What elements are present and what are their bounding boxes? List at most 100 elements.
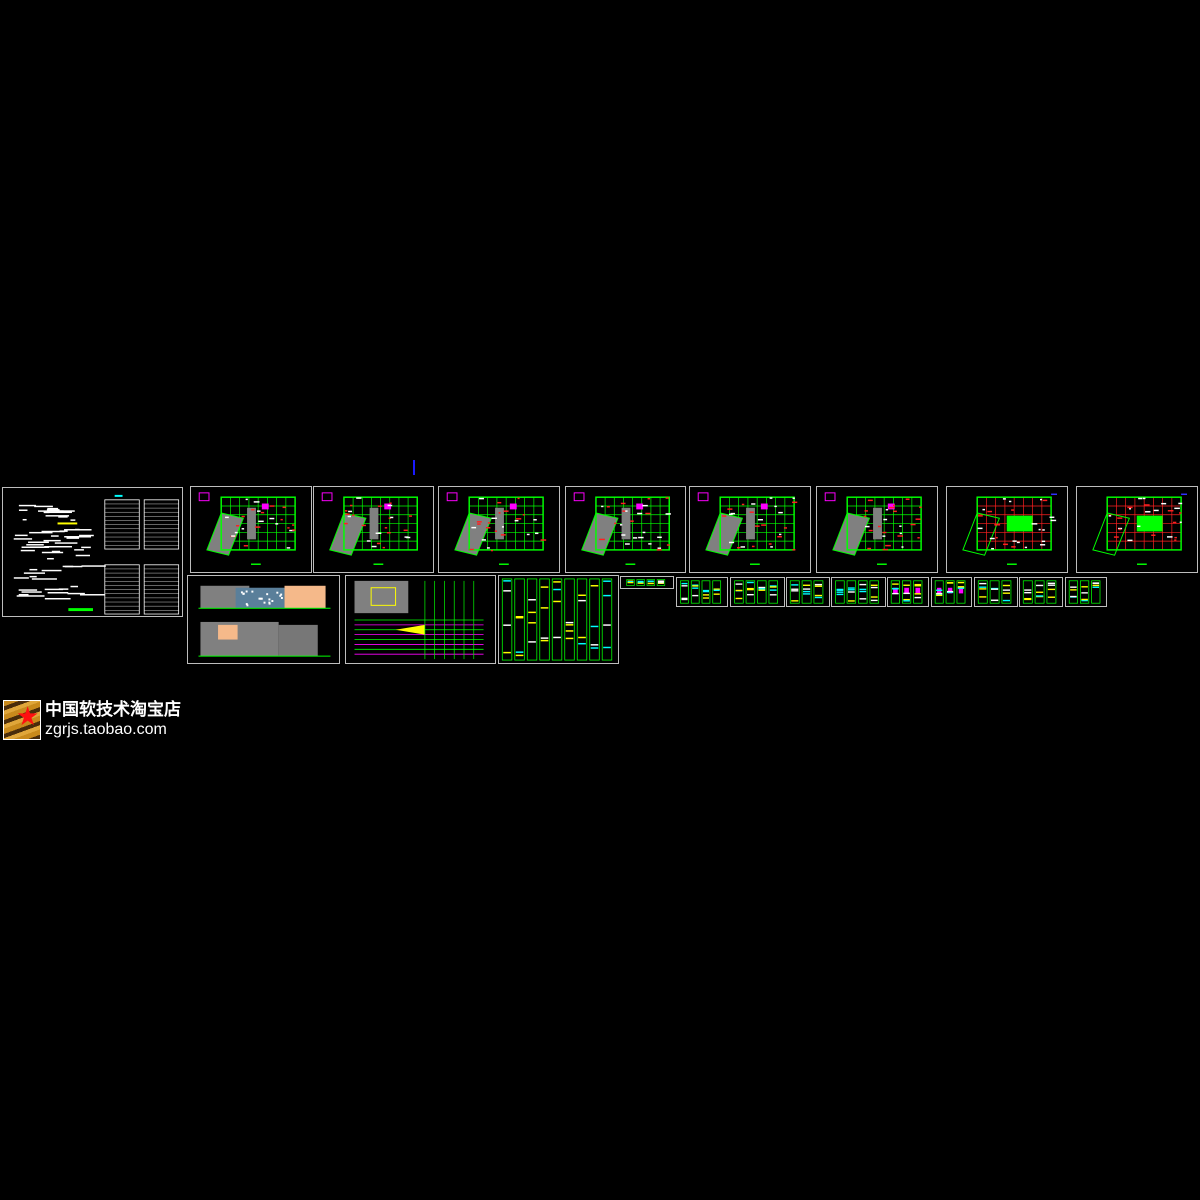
text-line (54, 542, 78, 544)
text-line (44, 588, 64, 591)
sheet-detail (1065, 577, 1107, 607)
text-line (18, 589, 38, 591)
sheet-section (345, 575, 496, 664)
text-line (41, 530, 65, 533)
text-line (58, 588, 69, 590)
text-line (20, 549, 35, 552)
outline (976, 496, 1052, 551)
angled-wing (1092, 512, 1131, 556)
text-line (56, 511, 71, 513)
sheet-title (1137, 563, 1147, 565)
text-line (18, 504, 37, 507)
text-line (46, 509, 60, 511)
text-line (28, 541, 49, 543)
key-plan (697, 492, 709, 502)
key-plan (573, 492, 585, 502)
outline (220, 496, 296, 551)
sheet-detail (730, 577, 785, 607)
sheet-title (251, 563, 261, 565)
text-line (23, 572, 45, 574)
blue-marker-line (413, 460, 415, 475)
logo-url: zgrjs.taobao.com (45, 721, 167, 738)
text-line (50, 535, 59, 537)
angled-wing (329, 512, 367, 556)
sheet-floor-plan (816, 486, 938, 573)
logo-title: 中国软技术淘宝店 (45, 700, 181, 720)
text-line (74, 549, 84, 551)
sheet-detail (676, 577, 728, 607)
text-line (41, 551, 64, 554)
key-plan (321, 492, 333, 502)
text-line (38, 510, 64, 512)
outline (719, 496, 795, 551)
angled-wing (962, 512, 1001, 556)
text-line (70, 519, 76, 521)
text-line (64, 565, 83, 568)
text-line (44, 597, 71, 600)
sheet-title (877, 563, 887, 565)
text-line (75, 554, 91, 557)
angled-wing (454, 512, 493, 556)
text-line (13, 538, 33, 540)
text-line (47, 507, 59, 510)
sheet-title (373, 563, 384, 565)
text-line (81, 546, 91, 549)
stair-core (760, 503, 768, 510)
text-line (45, 515, 70, 517)
sheet-title (1007, 563, 1017, 565)
text-line (26, 544, 44, 546)
text-line (14, 534, 28, 537)
text-line (41, 569, 62, 572)
angled-wing (705, 512, 744, 556)
sheet-detail (1019, 577, 1063, 607)
text-line (34, 505, 53, 508)
stair-core (261, 503, 269, 510)
text-line (47, 557, 54, 560)
sheet-detail (620, 576, 674, 589)
text-line (13, 577, 29, 579)
stair-core (509, 503, 517, 510)
text-line (67, 592, 85, 595)
text-line (44, 546, 55, 548)
text-line (29, 575, 37, 578)
star-icon: ★ (16, 702, 40, 732)
outline (595, 496, 670, 551)
sheet-roof-plan (1076, 486, 1198, 573)
angled-wing (832, 512, 871, 556)
sheet-title (750, 563, 760, 565)
angled-wing (581, 512, 619, 556)
sheet-detail (974, 577, 1018, 607)
key-plan (824, 492, 836, 502)
sheet-site-plan (190, 486, 312, 573)
text-line (21, 546, 50, 548)
text-line (75, 528, 80, 531)
sheet-detail (786, 577, 830, 607)
sheet-detail (498, 575, 619, 664)
text-line (22, 518, 27, 521)
seating (370, 587, 397, 606)
sheet-floor-plan (689, 486, 811, 573)
text-line (58, 510, 75, 512)
sheet-title (499, 563, 509, 565)
text-line (47, 545, 72, 548)
sheet-cover (2, 487, 183, 617)
text-line (51, 550, 61, 553)
stair-core (636, 503, 644, 510)
sheet-title (625, 563, 636, 565)
text-line (70, 585, 79, 588)
text-line (79, 534, 94, 537)
text-line (47, 592, 69, 594)
text-line (59, 530, 68, 532)
stair-core (887, 503, 895, 510)
text-line (18, 509, 28, 511)
sheet-floor-plan (438, 486, 560, 573)
outline (1106, 496, 1182, 551)
text-line (66, 537, 80, 539)
text-line (29, 531, 53, 534)
key-plan (198, 492, 210, 502)
key-plan (446, 492, 458, 502)
text-line (43, 539, 61, 542)
sheet-stair (931, 577, 972, 607)
watermark-logo: ★ 中国软技术淘宝店 zgrjs.taobao.com (3, 700, 193, 742)
outline (343, 496, 418, 551)
